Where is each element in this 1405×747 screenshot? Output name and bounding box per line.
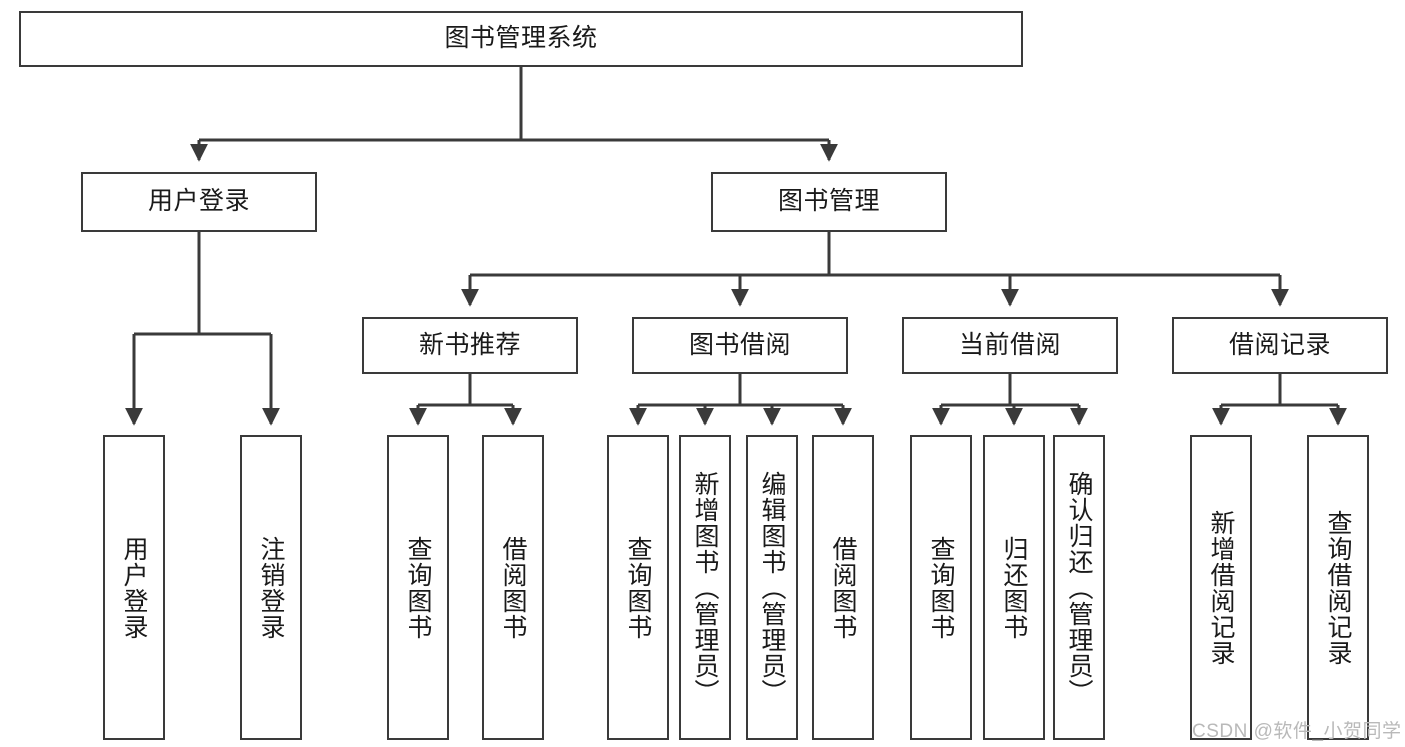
node-leaf-rec-add[interactable]: 新增借阅记录 <box>1190 435 1252 740</box>
node-leaf-user-login[interactable]: 用户登录 <box>103 435 165 740</box>
node-new-book-rec[interactable]: 新书推荐 <box>362 317 578 374</box>
node-new-book-rec-label: 新书推荐 <box>418 330 521 359</box>
node-leaf-rec-query-label: 查询图书 <box>404 535 432 640</box>
node-book-manage[interactable]: 图书管理 <box>711 172 947 232</box>
node-leaf-brw-query-label: 查询图书 <box>624 535 652 640</box>
node-leaf-cur-confirm-label: 确认归还（管理员） <box>1065 470 1093 705</box>
node-leaf-cur-return-label: 归还图书 <box>1000 535 1028 640</box>
watermark-text: CSDN @软件_小贺同学 <box>1192 721 1402 742</box>
node-leaf-brw-borrow[interactable]: 借阅图书 <box>812 435 874 740</box>
node-leaf-brw-borrow-label: 借阅图书 <box>829 535 857 640</box>
node-leaf-brw-edit[interactable]: 编辑图书（管理员） <box>746 435 798 740</box>
node-leaf-rec-add-label: 新增借阅记录 <box>1207 509 1235 666</box>
node-leaf-user-login-label: 用户登录 <box>120 535 148 640</box>
node-current-borrow-label: 当前借阅 <box>958 330 1061 359</box>
node-borrow-record[interactable]: 借阅记录 <box>1172 317 1388 374</box>
node-book-manage-label: 图书管理 <box>777 187 880 216</box>
node-user-login-label: 用户登录 <box>147 187 250 216</box>
node-leaf-rec-query2-label: 查询借阅记录 <box>1324 509 1352 666</box>
node-current-borrow[interactable]: 当前借阅 <box>902 317 1118 374</box>
node-root[interactable]: 图书管理系统 <box>19 11 1023 67</box>
node-leaf-user-logout-label: 注销登录 <box>257 535 285 640</box>
node-leaf-rec-borrow-label: 借阅图书 <box>499 535 527 640</box>
node-user-login[interactable]: 用户登录 <box>81 172 317 232</box>
node-leaf-cur-confirm[interactable]: 确认归还（管理员） <box>1053 435 1105 740</box>
node-leaf-rec-borrow[interactable]: 借阅图书 <box>482 435 544 740</box>
node-book-borrow[interactable]: 图书借阅 <box>632 317 848 374</box>
node-leaf-cur-query-label: 查询图书 <box>927 535 955 640</box>
node-leaf-brw-add-label: 新增图书（管理员） <box>691 470 719 705</box>
node-book-borrow-label: 图书借阅 <box>688 330 791 359</box>
node-borrow-record-label: 借阅记录 <box>1228 330 1331 359</box>
node-leaf-brw-add[interactable]: 新增图书（管理员） <box>679 435 731 740</box>
node-leaf-brw-edit-label: 编辑图书（管理员） <box>758 470 786 705</box>
node-leaf-user-logout[interactable]: 注销登录 <box>240 435 302 740</box>
node-leaf-rec-query[interactable]: 查询图书 <box>387 435 449 740</box>
node-leaf-cur-query[interactable]: 查询图书 <box>910 435 972 740</box>
node-leaf-rec-query2[interactable]: 查询借阅记录 <box>1307 435 1369 740</box>
node-leaf-brw-query[interactable]: 查询图书 <box>607 435 669 740</box>
node-leaf-cur-return[interactable]: 归还图书 <box>983 435 1045 740</box>
node-root-label: 图书管理系统 <box>444 24 598 53</box>
